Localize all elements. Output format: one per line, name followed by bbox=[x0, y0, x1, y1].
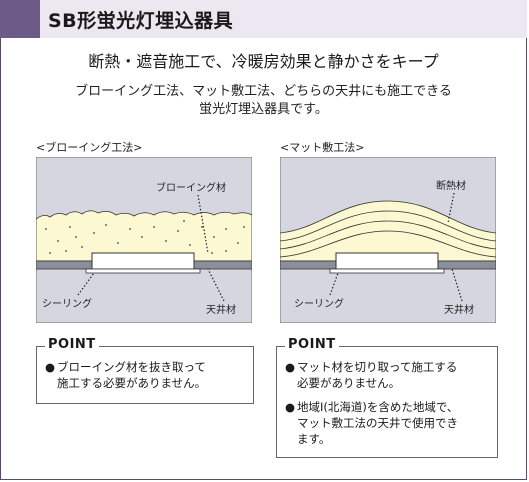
fixture-body bbox=[91, 252, 195, 270]
point-text-line: ブローイング材を抜き取って bbox=[57, 360, 206, 374]
point-text-line: マット材を切り取って施工する bbox=[297, 360, 458, 374]
left-point-title: POINT bbox=[45, 337, 99, 352]
mat-method-label: <マット敷工法> bbox=[280, 141, 365, 154]
insulation-leader-line bbox=[447, 192, 455, 224]
description-line-2: 蛍光灯埋込器具です。 bbox=[199, 102, 328, 117]
mat-layer-line bbox=[280, 230, 496, 258]
sealing-callout-label: シーリング bbox=[42, 297, 92, 310]
insulation-leader-line bbox=[197, 194, 209, 254]
sealing-callout-label: シーリング bbox=[294, 297, 344, 310]
sealing-leader-line bbox=[77, 272, 95, 296]
ceiling-callout-label: 天井材 bbox=[444, 303, 474, 316]
point-text-line: 地域Ⅰ(北海道)を含めた地域で、 bbox=[297, 400, 459, 414]
insulation-texture-dots bbox=[45, 220, 245, 254]
left-point-item: ● ブローイング材を抜き取って 施工する必要がありません。 bbox=[45, 359, 206, 391]
right-point-box: POINT ● マット材を切り取って施工する 必要がありません。 ● 地域Ⅰ(北… bbox=[276, 337, 498, 458]
description-line-1: ブローイング工法、マット敷工法、どちらの天井にも施工できる bbox=[75, 84, 452, 99]
ceiling-leader-line bbox=[207, 268, 225, 302]
left-point-box: POINT ● ブローイング材を抜き取って 施工する必要がありません。 bbox=[36, 337, 254, 404]
right-point-title: POINT bbox=[285, 337, 339, 352]
page-title: SB形蛍光灯埋込器具 bbox=[48, 10, 234, 32]
point-text-line: ます。 bbox=[297, 432, 331, 446]
title-accent-block bbox=[0, 0, 40, 38]
point-text-line: 施工する必要がありません。 bbox=[57, 376, 207, 390]
bullet-icon: ● bbox=[45, 360, 56, 374]
mat-method-diagram: 断熱材 シーリング 天井材 bbox=[280, 157, 496, 323]
fixture-flange bbox=[329, 268, 445, 274]
ceiling-callout-label: 天井材 bbox=[206, 303, 236, 316]
point-text-line: 必要がありません。 bbox=[297, 376, 401, 390]
blowing-method-diagram: ブローイング材 シーリング 天井材 bbox=[36, 157, 252, 323]
right-point-item: ● マット材を切り取って施工する 必要がありません。 bbox=[285, 359, 457, 391]
sealing-leader-line bbox=[329, 272, 339, 296]
mat-layer-line bbox=[280, 210, 496, 242]
bullet-icon: ● bbox=[285, 360, 296, 374]
mat-layer-line bbox=[280, 220, 496, 250]
title-bar: SB形蛍光灯埋込器具 bbox=[0, 0, 527, 38]
point-text-line: マット敷工法の天井で使用でき bbox=[297, 416, 458, 430]
headline: 断熱・遮音施工で、冷暖房効果と静かさをキープ bbox=[88, 52, 439, 71]
fixture-body bbox=[335, 252, 439, 270]
blowing-method-label: <ブローイング工法> bbox=[36, 141, 143, 154]
fixture-flange bbox=[85, 268, 201, 274]
blowing-insulation-layer bbox=[36, 210, 252, 262]
insulation-callout-label: ブローイング材 bbox=[156, 181, 226, 194]
right-point-item: ● 地域Ⅰ(北海道)を含めた地域で、 マット敷工法の天井で使用でき ます。 bbox=[285, 399, 458, 447]
bullet-icon: ● bbox=[285, 400, 296, 414]
insulation-callout-label: 断熱材 bbox=[436, 179, 466, 192]
